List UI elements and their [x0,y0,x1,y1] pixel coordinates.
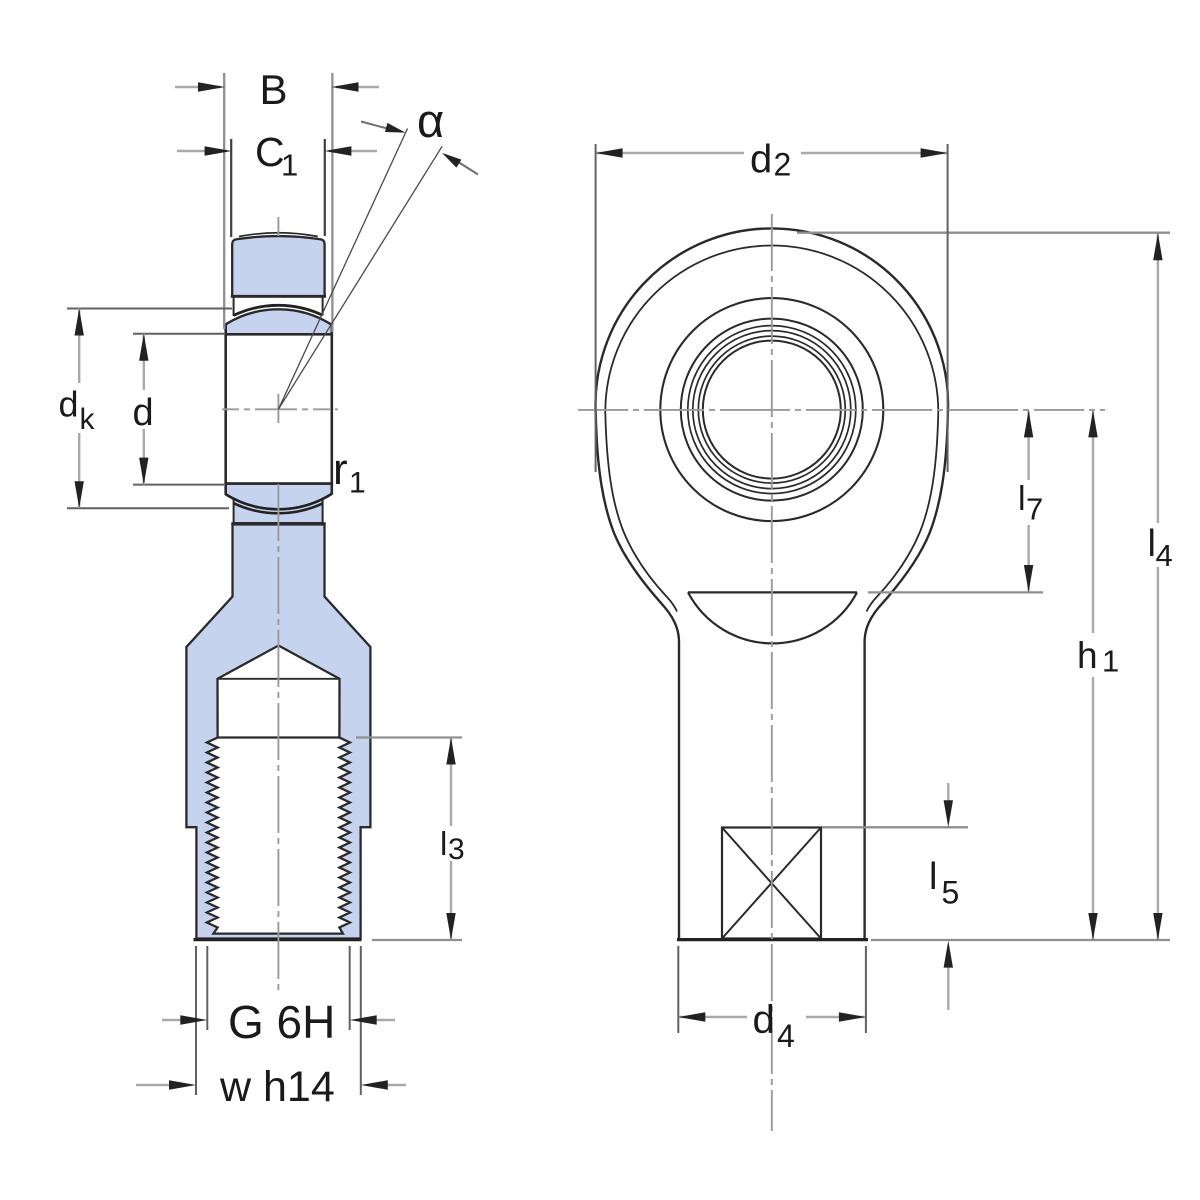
svg-text:3: 3 [448,833,465,866]
svg-text:l: l [440,825,447,862]
svg-text:1: 1 [349,467,366,500]
svg-text:d: d [59,384,79,425]
svg-text:l: l [929,856,937,898]
svg-text:w h14: w h14 [219,1063,335,1111]
svg-text:l: l [1018,480,1026,518]
svg-text:k: k [80,403,96,436]
svg-text:4: 4 [1156,538,1173,573]
svg-text:4: 4 [777,1018,795,1054]
svg-text:1: 1 [281,148,298,183]
svg-text:1: 1 [1102,644,1119,679]
svg-text:G 6H: G 6H [228,996,335,1048]
svg-text:h: h [1077,635,1098,676]
svg-text:B: B [260,66,288,113]
svg-text:α: α [417,94,444,147]
svg-text:d: d [133,392,154,434]
svg-text:r: r [333,445,348,494]
svg-text:5: 5 [942,875,960,911]
svg-text:d: d [750,138,772,182]
svg-text:2: 2 [774,147,792,183]
svg-text:C: C [255,129,285,175]
svg-text:l: l [1148,523,1156,565]
svg-text:7: 7 [1026,492,1043,527]
svg-text:d: d [753,998,775,1042]
